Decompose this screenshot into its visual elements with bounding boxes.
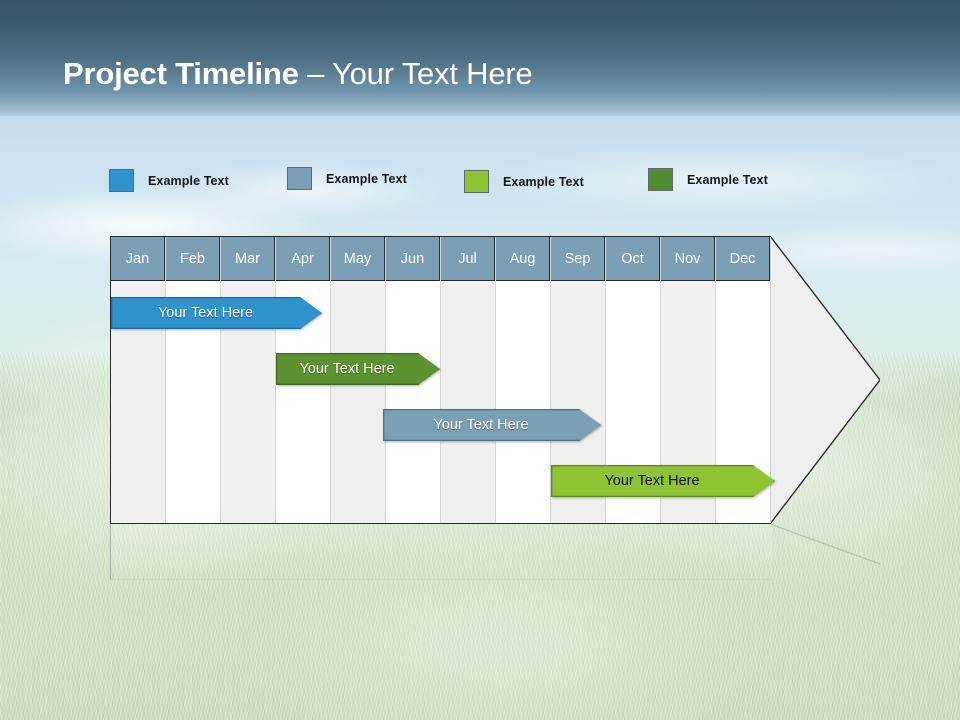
timeline-bar-label: Your Text Here: [604, 473, 700, 489]
legend-item-2[interactable]: Example Text: [287, 167, 407, 190]
timeline-bar-shape: [111, 297, 322, 329]
month-header-oct[interactable]: Oct: [606, 237, 660, 281]
month-header-jun[interactable]: Jun: [386, 237, 440, 281]
timeline-bar-label: Your Text Here: [433, 417, 529, 433]
timeline-bar-2[interactable]: Your Text Here: [276, 353, 440, 385]
month-header-mar[interactable]: Mar: [221, 237, 275, 281]
legend-item-1[interactable]: Example Text: [109, 169, 229, 192]
month-header-feb[interactable]: Feb: [166, 237, 220, 281]
month-header-sep[interactable]: Sep: [551, 237, 605, 281]
legend-item-label: Example Text: [326, 171, 407, 186]
timeline-column-feb: Feb: [166, 237, 221, 523]
timeline-bar-shape: [551, 465, 775, 497]
timeline-bar-label: Your Text Here: [299, 361, 395, 377]
legend-swatch-blue: [109, 169, 134, 192]
month-header-aug[interactable]: Aug: [496, 237, 550, 281]
month-header-jan[interactable]: Jan: [111, 237, 165, 281]
timeline-bar-3[interactable]: Your Text Here: [383, 409, 601, 441]
title-banner: Project Timeline – Your Text Here: [0, 0, 960, 116]
page-title: Project Timeline – Your Text Here: [63, 58, 533, 89]
legend-item-label: Example Text: [148, 173, 229, 188]
timeline-bar-4[interactable]: Your Text Here: [551, 465, 775, 497]
timeline-bar-label: Your Text Here: [157, 305, 254, 321]
timeline-column-jan: Jan: [111, 237, 166, 523]
month-header-apr[interactable]: Apr: [276, 237, 330, 281]
legend-swatch-lightgreen: [464, 170, 489, 193]
timeline-bar-shape: [383, 409, 601, 441]
page-title-strong: Project Timeline: [63, 56, 299, 91]
month-header-nov[interactable]: Nov: [661, 237, 715, 281]
timeline-column-aug: Aug: [496, 237, 551, 523]
page-title-light: Your Text Here: [332, 56, 533, 91]
timeline-column-mar: Mar: [221, 237, 276, 523]
legend-item-3[interactable]: Example Text: [464, 170, 584, 193]
legend-item-4[interactable]: Example Text: [648, 168, 768, 191]
month-header-jul[interactable]: Jul: [441, 237, 495, 281]
timeline-bar-1[interactable]: Your Text Here: [111, 297, 322, 329]
legend-swatch-slate: [287, 167, 312, 190]
month-header-dec[interactable]: Dec: [716, 237, 770, 281]
timeline-bar-shape: [276, 353, 440, 385]
legend-item-label: Example Text: [687, 172, 768, 187]
light-glow-bottom: [240, 540, 760, 720]
legend-item-label: Example Text: [503, 174, 584, 189]
timeline-column-nov: Nov: [661, 237, 716, 523]
legend-swatch-darkgreen: [648, 168, 673, 191]
month-header-may[interactable]: May: [331, 237, 385, 281]
timeline-reflection-arrow: [770, 524, 881, 565]
timeline-column-jul: Jul: [441, 237, 496, 523]
timeline-reflection: [110, 524, 772, 580]
page-title-separator: –: [298, 56, 333, 91]
